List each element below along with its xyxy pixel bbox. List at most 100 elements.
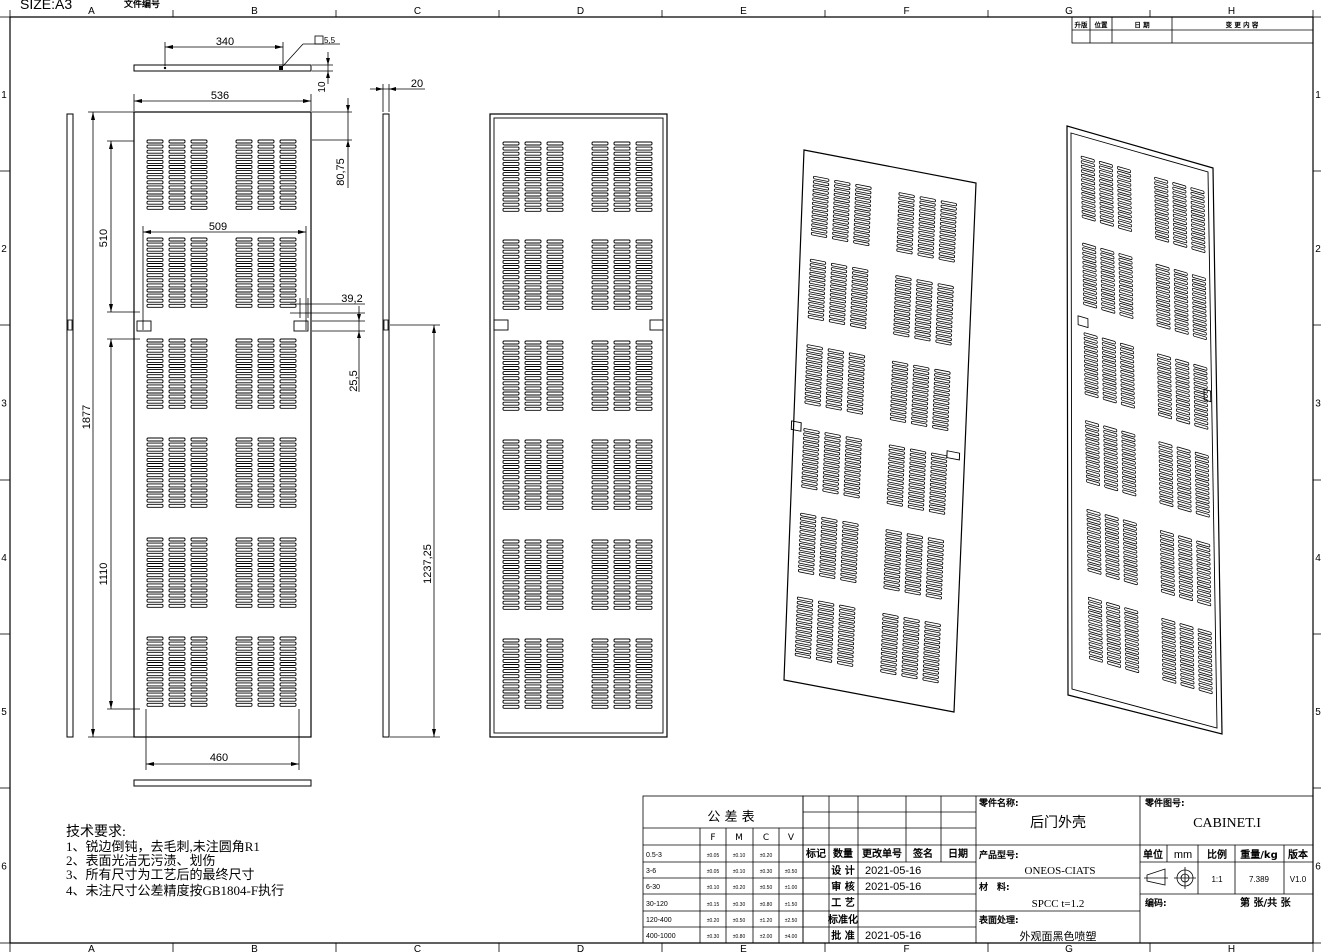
vent-slot — [847, 395, 864, 402]
vent-slot — [635, 249, 653, 254]
note-item: 1、锐边倒钝，去毛刺,未注圆角R1 — [66, 839, 260, 854]
vent-slot — [190, 190, 208, 195]
vent-slot — [257, 563, 275, 567]
vent-slot — [502, 300, 520, 305]
scale-label: 比例 — [1207, 848, 1227, 861]
vent-slot — [1194, 456, 1209, 464]
rev-header: 签名 — [912, 847, 933, 860]
vent-slot — [235, 293, 253, 298]
vent-slot — [190, 636, 208, 641]
vent-slot — [929, 491, 946, 498]
vent-slot — [146, 468, 164, 473]
vent-slot — [190, 457, 208, 462]
vent-slot — [880, 656, 897, 663]
vent-slot — [1176, 460, 1191, 467]
zone-row-label: 2 — [1, 244, 7, 255]
vent-slot — [811, 219, 828, 225]
vent-slot — [524, 559, 542, 564]
vent-slot — [830, 280, 847, 287]
vent-slot — [1180, 677, 1195, 685]
vent-slot — [1197, 646, 1212, 654]
vent-slot — [798, 543, 816, 549]
vent-slot — [933, 386, 950, 393]
vent-slot — [257, 159, 275, 164]
vent-slot — [168, 682, 186, 687]
vent-slot — [1157, 394, 1172, 402]
vent-slot — [635, 360, 653, 365]
vent-slot — [904, 580, 922, 587]
vent-slot — [613, 704, 631, 709]
vent-slot — [524, 265, 542, 269]
vent-slot — [1196, 563, 1211, 571]
vent-slot — [524, 141, 542, 146]
vent-slot — [190, 687, 208, 692]
vent-slot — [591, 674, 609, 679]
vent-slot — [613, 172, 631, 177]
vent-slot — [911, 420, 928, 427]
vent-slot — [820, 547, 837, 554]
vent-slot — [901, 660, 919, 667]
vent-slot — [903, 625, 920, 632]
vent-slot — [803, 436, 820, 443]
vent-slot — [524, 449, 542, 454]
vent-slot — [1193, 368, 1208, 376]
vent-slot — [829, 301, 846, 308]
vent-slot — [1158, 468, 1173, 476]
vent-slot — [844, 457, 862, 464]
vent-slot — [830, 271, 847, 278]
vent-slot — [1161, 622, 1176, 630]
vent-slot — [257, 503, 275, 508]
vent-slot — [929, 504, 946, 511]
vent-slot — [827, 352, 844, 359]
vent-slot — [1156, 304, 1171, 312]
vent-slot — [190, 384, 208, 389]
vent-slot — [1088, 633, 1103, 640]
vent-slot — [168, 457, 186, 462]
vent-slot — [168, 656, 186, 661]
vent-slot — [833, 205, 850, 212]
vent-slot — [257, 273, 275, 278]
vent-slot — [932, 425, 949, 431]
vent-slot — [1177, 491, 1192, 499]
vent-slot — [502, 391, 520, 396]
vent-slot — [826, 374, 843, 381]
dimension-lines — [88, 35, 440, 770]
vent-slot — [938, 252, 956, 259]
vent-slot — [840, 577, 857, 583]
vent-slot — [190, 568, 208, 573]
vent-slot — [1197, 590, 1212, 598]
vent-slot — [524, 585, 542, 590]
vent-slot — [1191, 232, 1206, 240]
vent-slot — [279, 687, 297, 692]
vent-slot — [1082, 274, 1097, 282]
tolerance-value: ±0.50 — [760, 885, 773, 891]
vent-slot — [1085, 438, 1100, 446]
vent-slot — [827, 361, 844, 368]
vent-slot — [524, 653, 542, 658]
tolerance-value: ±1.00 — [785, 885, 798, 891]
vent-slot — [613, 648, 631, 653]
vent-slot — [799, 517, 817, 524]
vent-slot — [257, 692, 275, 697]
revision-block: 升版 位置 日 期 变 更 内 容 — [1071, 16, 1314, 44]
vent-slot — [838, 635, 855, 641]
vent-slot — [1081, 182, 1096, 190]
vent-slot — [235, 573, 253, 578]
vent-slot — [635, 340, 653, 345]
vent-slot — [1173, 269, 1188, 276]
vent-slot — [546, 544, 564, 549]
vent-slot — [1085, 420, 1100, 428]
vent-slot — [1082, 278, 1097, 286]
vent-slot — [1086, 531, 1101, 539]
vent-slot — [190, 159, 208, 164]
vent-slot — [1106, 624, 1121, 632]
vent-slot — [912, 382, 929, 388]
vent-slot — [279, 159, 297, 164]
zone-row-label: 3 — [1, 399, 7, 410]
vent-slot — [190, 557, 208, 562]
tolerance-value: ±0.30 — [760, 869, 773, 875]
vent-slot — [524, 290, 542, 295]
vent-slot — [168, 568, 186, 573]
vent-slot — [1194, 404, 1208, 412]
vent-slot — [1154, 222, 1169, 229]
